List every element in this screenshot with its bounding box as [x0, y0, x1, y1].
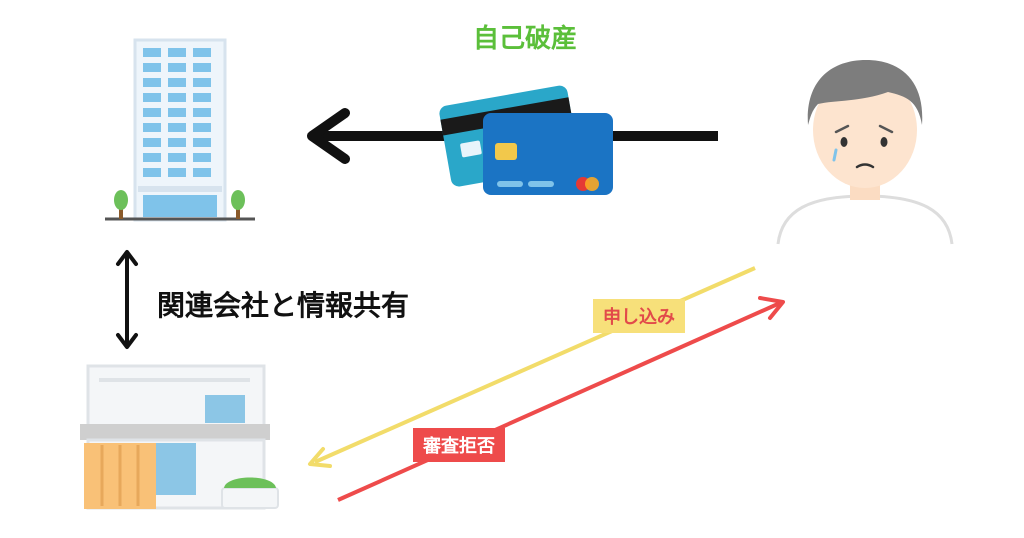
credit-card-icon [439, 85, 613, 195]
rejection-arrow [337, 296, 785, 502]
diagram-title: 自己破産 [472, 24, 577, 54]
relation-label: 関連会社と情報共有 [157, 289, 410, 322]
apply-label: 申し込み [593, 299, 685, 333]
reject-label: 審査拒否 [413, 428, 505, 462]
vertical-double-arrow [116, 250, 138, 349]
office-building-icon [105, 38, 255, 222]
shop-icon [80, 364, 279, 510]
worried-person-icon [776, 60, 954, 245]
